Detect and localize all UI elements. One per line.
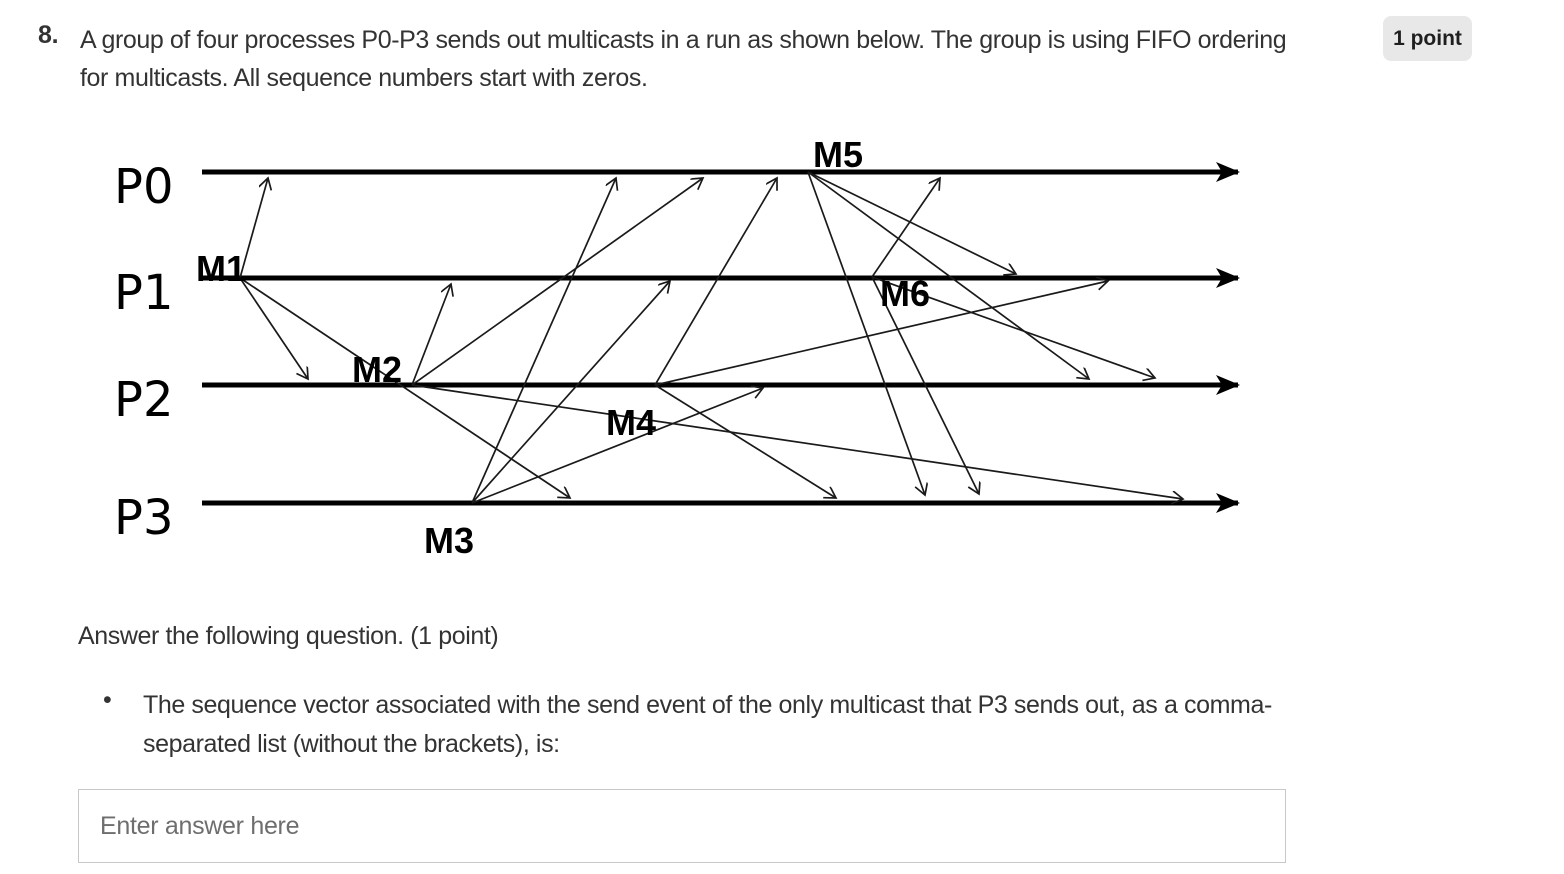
message-arrow-m5-2: [807, 171, 925, 495]
points-badge: 1 point: [1383, 16, 1472, 61]
message-arrow-m4-2: [654, 384, 836, 498]
bullet-icon: •: [103, 686, 112, 714]
message-arrow-m1-0: [239, 178, 268, 279]
points-badge-label: 1 point: [1393, 26, 1462, 50]
message-label-m5: M5: [813, 134, 863, 175]
message-arrow-m1-1: [239, 277, 308, 379]
message-label-m4: M4: [606, 402, 656, 443]
message-label-m3: M3: [424, 520, 474, 561]
message-label-m2: M2: [352, 349, 402, 390]
question-line-1: A group of four processes P0-P3 sends ou…: [80, 26, 1287, 54]
message-label-m6: M6: [880, 273, 930, 314]
process-label-p1: P1: [114, 265, 173, 321]
message-arrow-m5-1: [807, 171, 1089, 379]
process-label-p0: P0: [114, 159, 173, 215]
message-arrow-m6-2: [871, 276, 979, 494]
question-text: A group of four processes P0-P3 sends ou…: [80, 21, 1287, 97]
message-arrow-m5-0: [807, 171, 1016, 274]
message-arrow-m2-0: [411, 284, 451, 386]
message-arrow-m4-1: [654, 281, 1108, 386]
message-arrow-m3-2: [471, 388, 763, 504]
message-arrow-m6-1: [871, 276, 1155, 378]
message-arrow-m6-0: [871, 178, 940, 278]
message-arrow-m2-1: [411, 178, 703, 386]
question-line-2: for multicasts. All sequence numbers sta…: [80, 64, 648, 92]
message-arrow-m1-2: [239, 277, 570, 498]
message-arrow-m3-0: [471, 178, 616, 504]
message-arrow-m3-1: [471, 281, 670, 504]
question-number: 8.: [38, 21, 59, 49]
bullet-question-text: The sequence vector associated with the …: [143, 686, 1272, 764]
process-label-p3: P3: [114, 490, 173, 546]
bullet-line-1: The sequence vector associated with the …: [143, 691, 1272, 719]
answer-prompt: Answer the following question. (1 point): [78, 622, 499, 650]
message-arrow-m4-0: [654, 178, 777, 386]
process-label-p2: P2: [114, 372, 173, 428]
bullet-line-2: separated list (without the brackets), i…: [143, 730, 560, 758]
message-label-m1: M1: [196, 248, 246, 289]
message-arrow-m2-2: [411, 384, 1183, 499]
answer-input[interactable]: [78, 789, 1286, 863]
